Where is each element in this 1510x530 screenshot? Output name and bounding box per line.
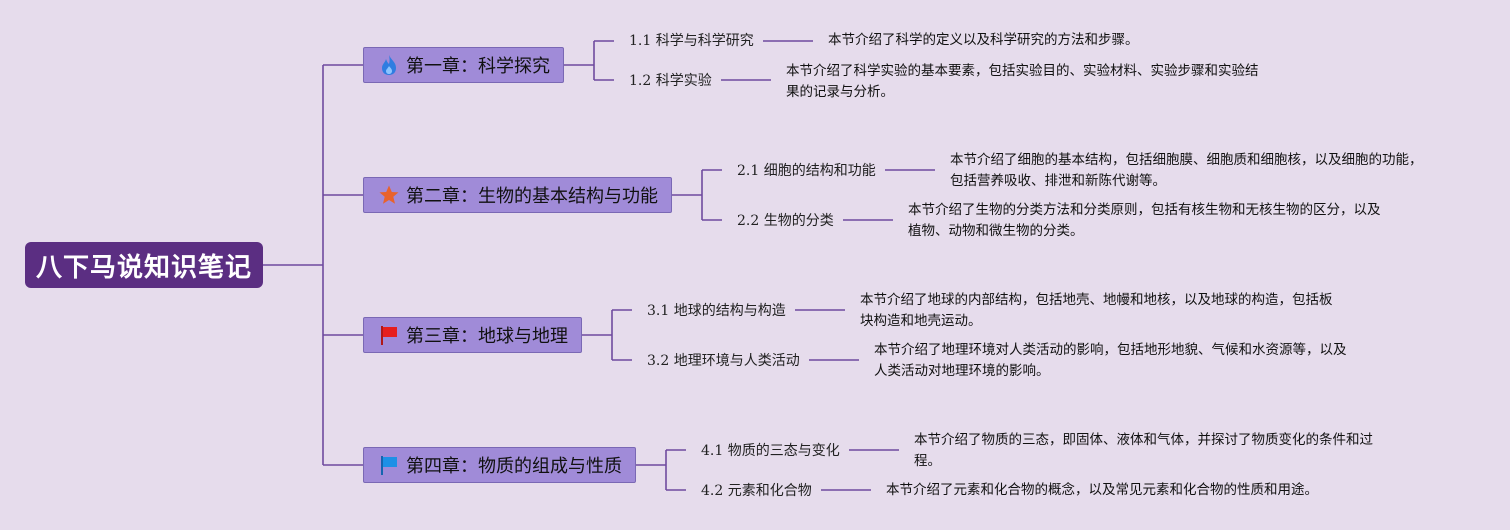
red-flag-icon: [378, 324, 400, 346]
section-description: 本节介绍了科学的定义以及科学研究的方法和步骤。: [828, 32, 1139, 48]
fire-icon: [378, 54, 400, 76]
section-description: 本节介绍了元素和化合物的概念，以及常见元素和化合物的性质和用途。: [886, 482, 1318, 498]
section-description: 本节介绍了细胞的基本结构，包括细胞膜、细胞质和细胞核，以及细胞的功能， 包括营养…: [950, 152, 1423, 189]
chapter-title: 第四章：物质的组成与性质: [406, 456, 622, 477]
section-description: 本节介绍了科学实验的基本要素，包括实验目的、实验材料、实验步骤和实验结 果的记录…: [786, 63, 1259, 100]
blue-flag-icon: [378, 454, 400, 476]
chapter-node[interactable]: 第一章：科学探究: [363, 47, 564, 83]
section-description: 本节介绍了地理环境对人类活动的影响，包括地形地貌、气候和水资源等，以及 人类活动…: [874, 342, 1347, 379]
section-description: 本节介绍了物质的三态，即固体、液体和气体，并探讨了物质变化的条件和过 程。: [914, 432, 1373, 469]
section-title[interactable]: 3.2 地理环境与人类活动: [647, 353, 800, 369]
chapter-title: 第二章：生物的基本结构与功能: [406, 186, 658, 207]
star-icon: [378, 184, 400, 206]
root-topic[interactable]: 八下马说知识笔记: [25, 242, 263, 288]
chapter-node[interactable]: 第四章：物质的组成与性质: [363, 447, 636, 483]
section-title[interactable]: 1.1 科学与科学研究: [629, 33, 754, 49]
section-title[interactable]: 2.1 细胞的结构和功能: [737, 163, 876, 179]
section-title[interactable]: 4.1 物质的三态与变化: [701, 443, 840, 459]
section-title[interactable]: 1.2 科学实验: [629, 73, 712, 89]
section-title[interactable]: 3.1 地球的结构与构造: [647, 303, 786, 319]
section-description: 本节介绍了生物的分类方法和分类原则，包括有核生物和无核生物的区分，以及 植物、动…: [908, 202, 1381, 239]
section-title[interactable]: 4.2 元素和化合物: [701, 483, 812, 499]
chapter-title: 第三章：地球与地理: [406, 326, 568, 347]
chapter-node[interactable]: 第二章：生物的基本结构与功能: [363, 177, 672, 213]
chapter-node[interactable]: 第三章：地球与地理: [363, 317, 582, 353]
section-description: 本节介绍了地球的内部结构，包括地壳、地幔和地核，以及地球的构造，包括板 块构造和…: [860, 292, 1333, 329]
chapter-title: 第一章：科学探究: [406, 56, 550, 77]
section-title[interactable]: 2.2 生物的分类: [737, 213, 834, 229]
